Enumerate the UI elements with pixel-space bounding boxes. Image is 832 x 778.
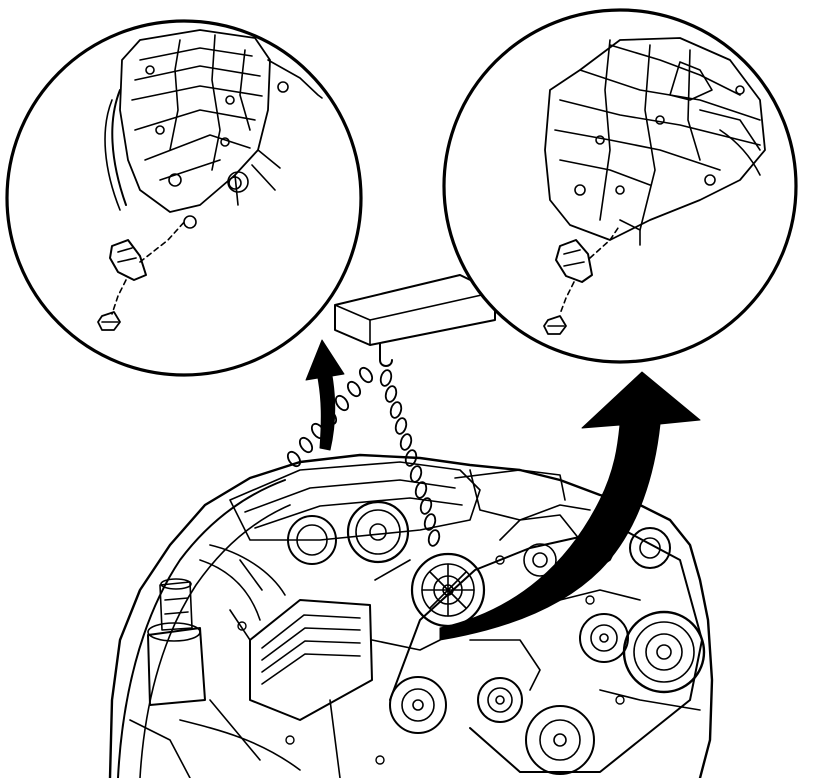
right-detail-sensor xyxy=(555,224,621,315)
alternator xyxy=(410,552,486,628)
engine-assembly xyxy=(108,453,714,778)
detail-view-left xyxy=(5,19,363,377)
right-detail-bolt xyxy=(543,315,567,335)
left-detail-engine-block xyxy=(104,29,323,229)
lifting-hook xyxy=(379,343,393,367)
callout-arrow-left xyxy=(305,339,345,451)
right-detail-engine-block xyxy=(544,37,766,246)
lifting-beam xyxy=(334,274,496,346)
throttle-body xyxy=(287,500,410,565)
left-detail-bolt xyxy=(97,311,121,331)
filter-canister xyxy=(147,578,206,706)
callout-arrow-right xyxy=(439,371,701,641)
lifting-chain xyxy=(286,366,441,547)
left-detail-sensor xyxy=(109,219,187,315)
detail-view-right xyxy=(442,8,798,364)
pulley-group xyxy=(389,527,706,775)
